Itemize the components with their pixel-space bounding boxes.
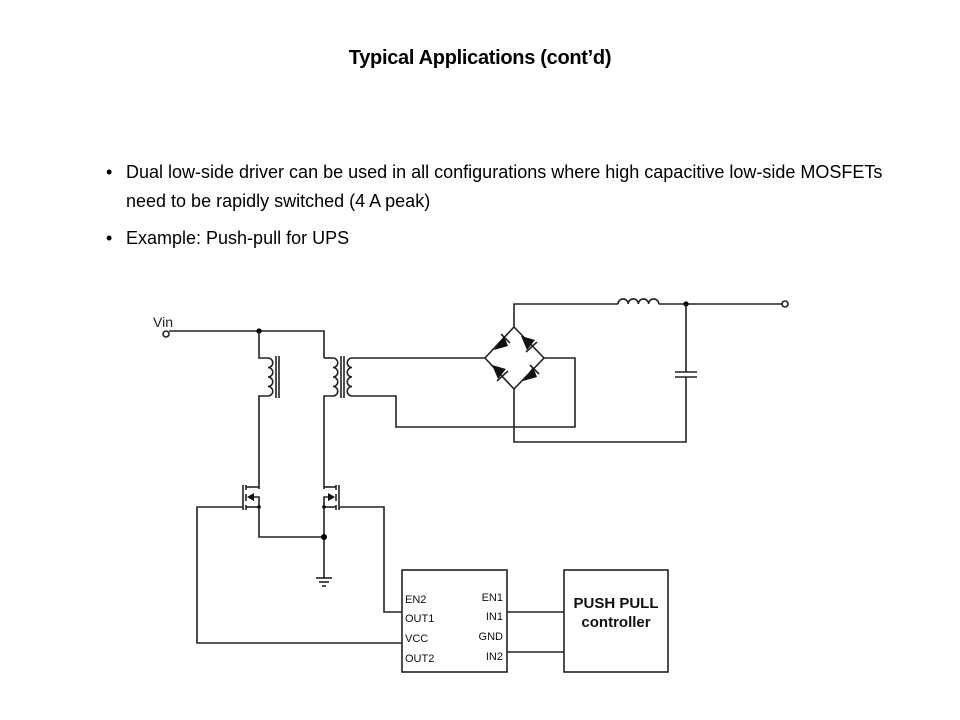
output-inductor <box>513 298 782 327</box>
pin-en2: EN2 <box>405 594 426 606</box>
output-terminal <box>781 300 789 308</box>
bullet-item: • Dual low-side driver can be used in al… <box>106 158 906 216</box>
control-wires <box>507 611 564 653</box>
pin-out1: OUT1 <box>405 613 434 625</box>
vin-label: Vin <box>153 314 173 330</box>
ground-icon <box>316 577 332 587</box>
controller-title: PUSH PULL <box>573 595 658 612</box>
mosfet-left <box>196 485 402 644</box>
input-terminal <box>162 330 170 338</box>
primary-inductor <box>258 331 280 489</box>
bullet-text: Example: Push-pull for UPS <box>126 228 350 248</box>
bullet-item: • Example: Push-pull for UPS <box>106 224 906 253</box>
source-wire <box>258 507 327 578</box>
transformer <box>323 356 576 489</box>
output-capacitor <box>513 304 697 443</box>
slide-title: Typical Applications (cont’d) <box>348 47 612 69</box>
mosfet-right <box>322 485 402 613</box>
pin-out2: OUT2 <box>405 653 434 665</box>
bullet-marker: • <box>106 162 113 182</box>
pin-in1: IN1 <box>486 611 503 623</box>
vin-wire <box>169 328 325 358</box>
pin-gnd: GND <box>479 631 504 643</box>
diode-bridge <box>483 325 546 391</box>
driver-ic: EN2 OUT1 VCC OUT2 EN1 IN1 GND IN2 <box>401 569 508 673</box>
bullet-list: • Dual low-side driver can be used in al… <box>106 158 906 261</box>
controller-subtitle: controller <box>581 614 650 631</box>
pin-vcc: VCC <box>405 633 428 645</box>
push-pull-controller: PUSH PULL controller <box>563 569 669 673</box>
bullet-text: Dual low-side driver can be used in all … <box>126 162 883 211</box>
bullet-marker: • <box>106 228 113 248</box>
pin-en1: EN1 <box>482 592 503 604</box>
pin-in2: IN2 <box>486 651 503 663</box>
